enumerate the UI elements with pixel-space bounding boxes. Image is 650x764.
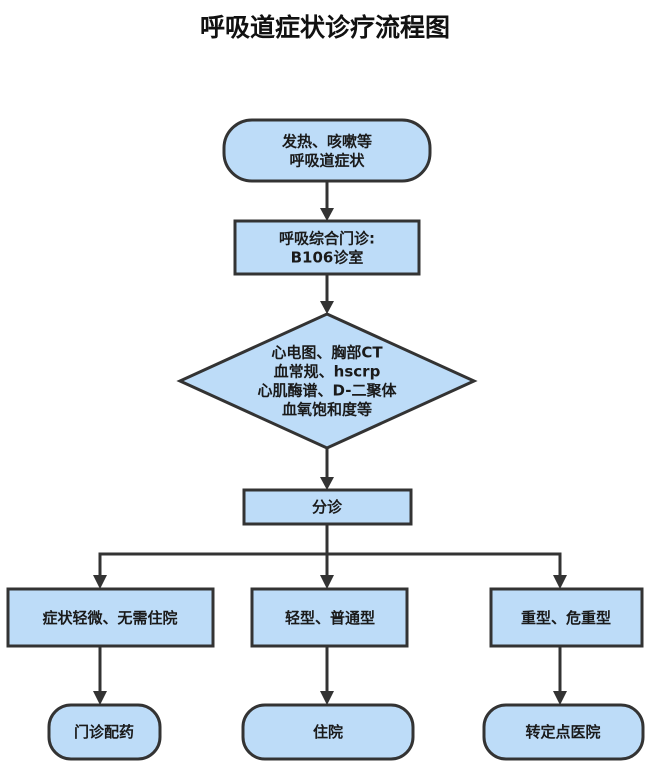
node-moderate: 轻型、普通型 <box>250 587 409 648</box>
node-label-line: 心肌酶谱、D-二聚体 <box>258 382 398 400</box>
page-title: 呼吸道症状诊疗流程图 <box>199 13 450 42</box>
node-label-line: 血氧饱和度等 <box>282 401 372 419</box>
node-label-line: 血常规、hscrp <box>274 363 381 381</box>
node-transfer: 转定点医院 <box>482 703 645 761</box>
arrowhead-branch-mild <box>93 575 107 589</box>
edge-branch-bar <box>98 552 562 575</box>
node-label-line: B106诊室 <box>291 249 364 267</box>
node-triage: 分诊 <box>242 488 413 526</box>
node-label-line: 呼吸道症状 <box>289 152 365 170</box>
arrowhead-mild-outpatient <box>93 691 107 705</box>
arrowhead-moderate-hospital <box>320 691 334 705</box>
node-label-line: 呼吸综合门诊: <box>279 230 375 248</box>
node-label-line: 分诊 <box>312 498 343 516</box>
arrowhead-clinic-exams <box>320 301 334 314</box>
node-label: 发热、咳嗽等呼吸道症状 <box>281 133 372 170</box>
node-label-line: 住院 <box>313 723 343 741</box>
arrowhead-start-clinic <box>320 208 334 221</box>
node-label: 轻型、普通型 <box>285 609 375 627</box>
node-label: 门诊配药 <box>74 723 134 741</box>
node-label-line: 发热、咳嗽等 <box>281 133 372 151</box>
node-label-line: 转定点医院 <box>525 723 600 741</box>
node-label-line: 心电图、胸部CT <box>271 344 383 362</box>
arrowhead-branch-moderate <box>320 575 334 589</box>
arrowhead-severe-transfer <box>553 691 567 705</box>
node-label: 重型、危重型 <box>521 609 611 627</box>
arrowhead-branch-severe <box>553 575 567 589</box>
arrowhead-exams-triage <box>320 477 334 490</box>
node-label: 症状轻微、无需住院 <box>42 609 177 627</box>
node-severe: 重型、危重型 <box>489 587 644 648</box>
node-label: 住院 <box>313 723 343 741</box>
node-label-line: 症状轻微、无需住院 <box>42 609 177 627</box>
node-outpatient: 门诊配药 <box>47 703 162 761</box>
node-hospital: 住院 <box>241 703 415 761</box>
node-start: 发热、咳嗽等呼吸道症状 <box>222 118 432 183</box>
node-label: 分诊 <box>312 498 343 516</box>
node-mild: 症状轻微、无需住院 <box>6 587 215 648</box>
node-label: 呼吸综合门诊:B106诊室 <box>279 230 375 267</box>
edges <box>93 181 567 705</box>
node-clinic: 呼吸综合门诊:B106诊室 <box>233 219 421 276</box>
node-label-line: 重型、危重型 <box>521 609 611 627</box>
node-label-line: 门诊配药 <box>74 723 134 741</box>
node-label: 转定点医院 <box>525 723 600 741</box>
node-label-line: 轻型、普通型 <box>285 609 375 627</box>
